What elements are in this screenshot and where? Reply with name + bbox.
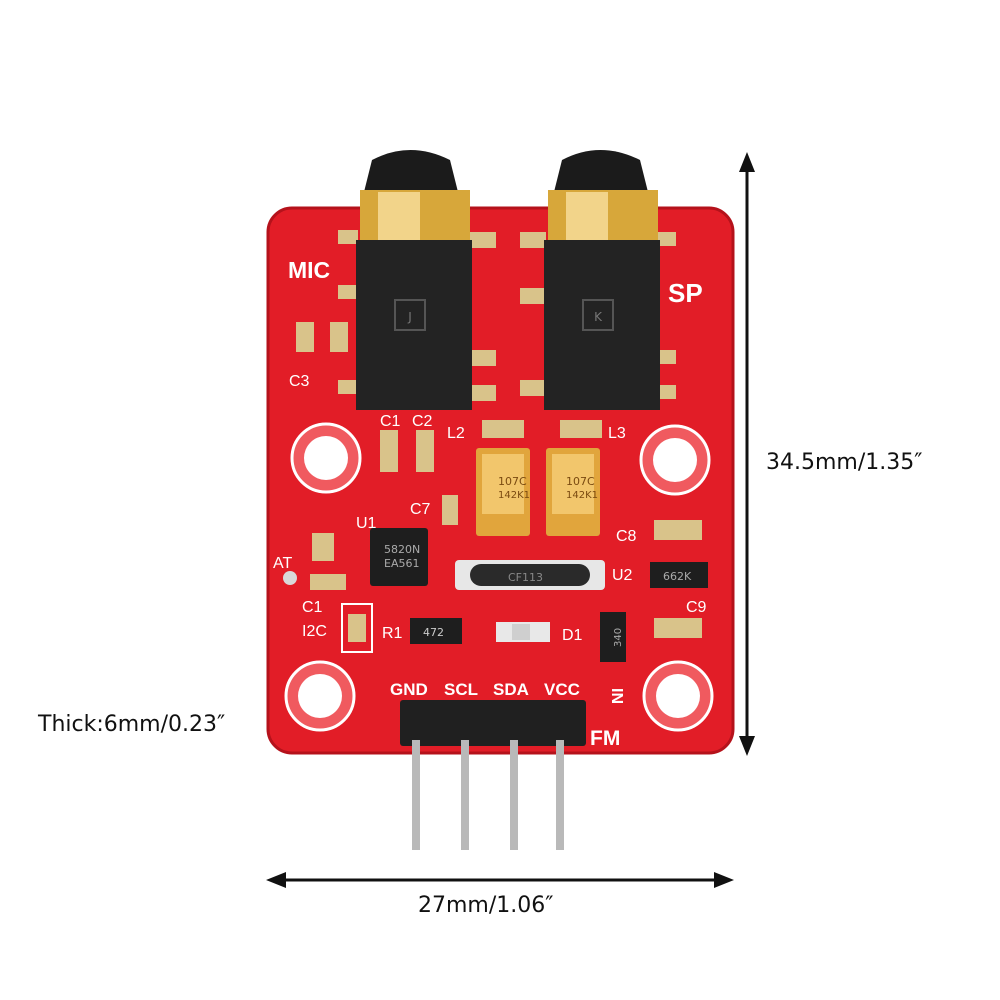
height-dimension-arrow <box>739 152 755 756</box>
width-dimension-label: 27mm/1.06″ <box>418 893 554 918</box>
mounting-hole-right-bottom <box>642 660 714 732</box>
label-in: IN <box>608 688 625 704</box>
label-r1: R1 <box>382 625 403 642</box>
label-sda: SDA <box>493 680 529 699</box>
label-scl: SCL <box>444 680 478 699</box>
chip-u1: 5820N EA561 <box>370 528 428 586</box>
width-dimension-arrow <box>266 872 734 888</box>
label-i2c: I2C <box>302 623 327 640</box>
at-pad <box>283 571 297 585</box>
r1-marking: 472 <box>423 626 444 639</box>
cap-left-marking-2: 142K1 <box>498 490 530 501</box>
thickness-dimension-label: Thick:6mm/0.23″ <box>38 712 226 737</box>
mounting-hole-left-bottom <box>284 660 356 732</box>
crystal-oscillator: CF113 <box>455 560 605 590</box>
smd-components <box>296 322 702 638</box>
label-vcc: VCC <box>544 680 580 699</box>
mounting-hole-left-mid <box>290 422 362 494</box>
label-c3: C3 <box>289 373 310 390</box>
jack-right-marking: K <box>594 310 603 324</box>
crystal-marking: CF113 <box>508 571 543 584</box>
label-mic: MIC <box>288 257 330 283</box>
u1-marking-2: EA561 <box>384 557 419 570</box>
resistor-network-r1: 472 <box>410 618 462 644</box>
label-u2: U2 <box>612 567 633 584</box>
label-c7: C7 <box>410 501 431 518</box>
audio-jack-sp: K <box>520 150 676 410</box>
diode-marking: 340 <box>613 628 624 647</box>
diode: 340 <box>600 612 626 662</box>
mounting-hole-right-mid <box>639 424 711 496</box>
label-c8: C8 <box>616 528 637 545</box>
label-l2: L2 <box>447 425 465 442</box>
label-c9: C9 <box>686 599 707 616</box>
label-u1: U1 <box>356 515 377 532</box>
tantalum-capacitor-right: 107C 142K1 <box>546 448 600 536</box>
pin-header <box>400 700 586 850</box>
led-d1 <box>496 622 550 642</box>
label-sp: SP <box>668 278 703 308</box>
label-c1-top: C1 <box>380 413 401 430</box>
label-l3: L3 <box>608 425 626 442</box>
u1-marking-1: 5820N <box>384 543 420 556</box>
cap-right-marking-1: 107C <box>566 475 595 488</box>
cap-right-marking-2: 142K1 <box>566 490 598 501</box>
cap-left-marking-1: 107C <box>498 475 527 488</box>
height-dimension-label: 34.5mm/1.35″ <box>766 450 923 475</box>
jack-left-marking: J <box>407 310 412 324</box>
tantalum-capacitor-left: 107C 142K1 <box>476 448 530 536</box>
audio-jack-mic: J <box>338 150 496 410</box>
label-d1: D1 <box>562 627 583 644</box>
label-at: AT <box>273 555 292 572</box>
label-gnd: GND <box>390 680 428 699</box>
label-fm: FM <box>590 727 620 750</box>
u2-marking: 662K <box>663 570 692 583</box>
chip-u2: 662K <box>650 562 708 588</box>
i2c-jumper <box>341 603 373 653</box>
label-c2: C2 <box>412 413 433 430</box>
label-c1-bottom: C1 <box>302 599 323 616</box>
